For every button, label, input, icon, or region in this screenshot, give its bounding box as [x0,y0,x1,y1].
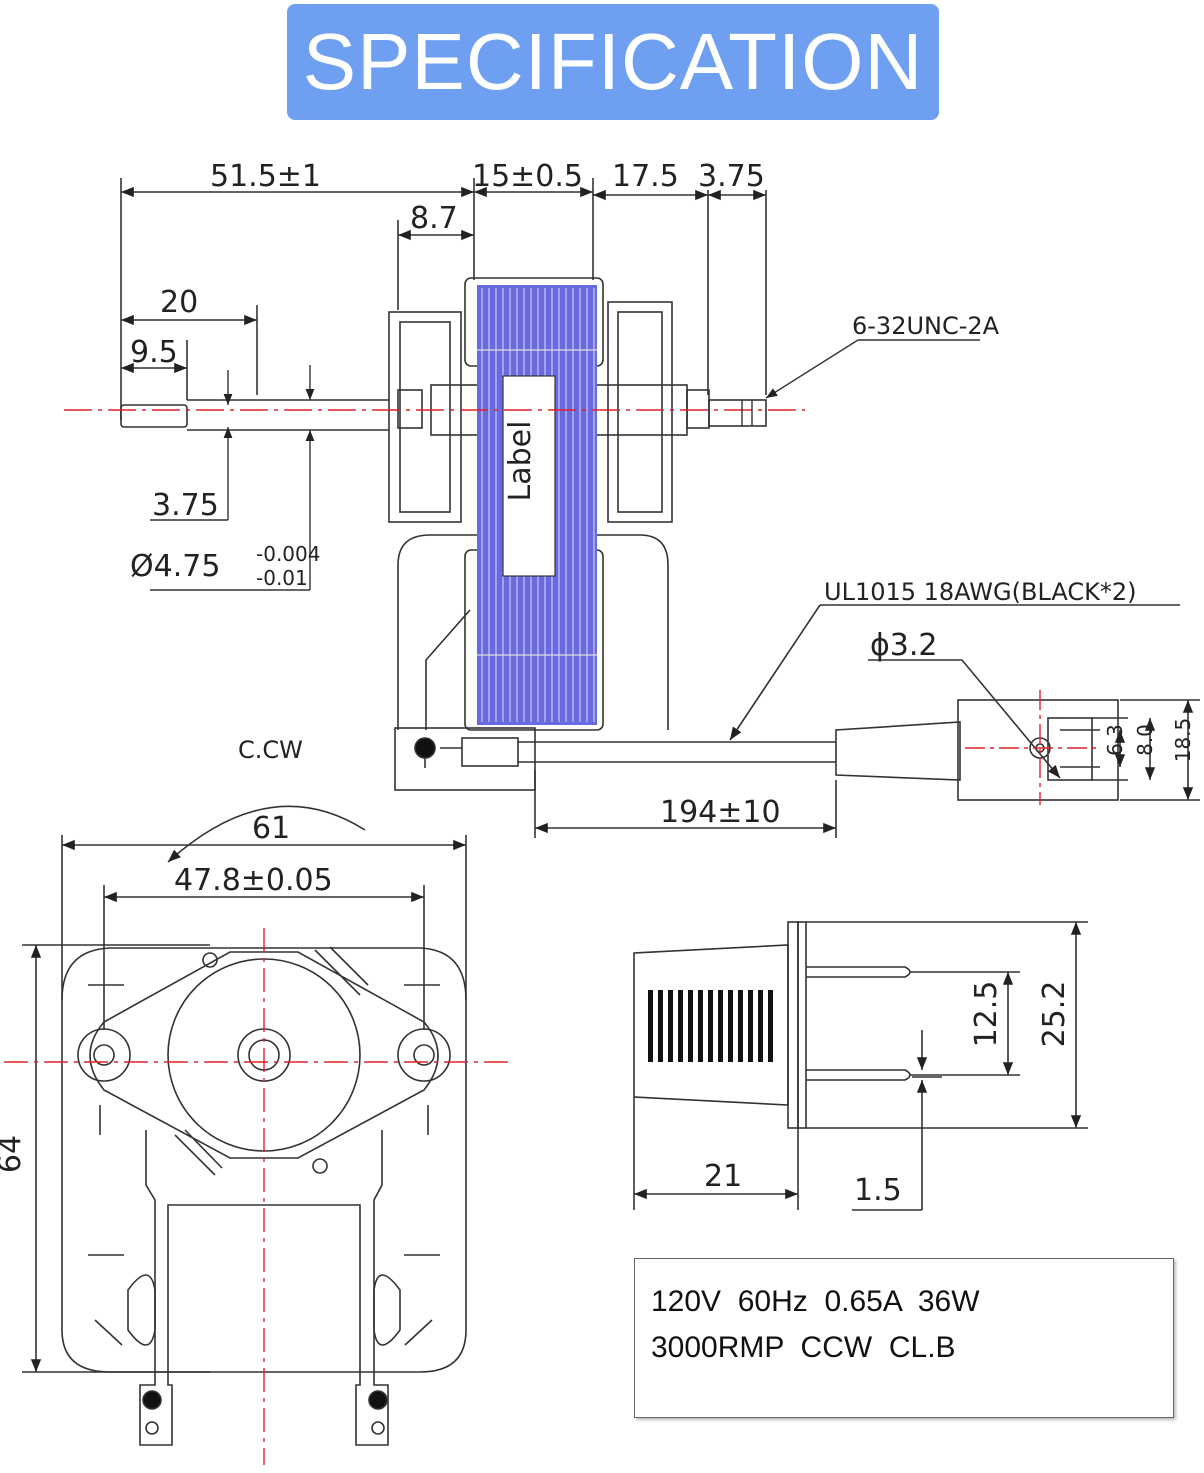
grip-rib [758,990,763,1062]
spec-line-2: 3000RMP CCW CL.B [651,1331,956,1364]
grip-rib [678,990,683,1062]
dim-tol-lower: -0.01 [256,566,308,590]
dim-9-5: 9.5 [130,335,178,370]
dim-1-5: 1.5 [854,1173,902,1208]
label-text: Label [503,421,538,502]
dim-12-5: 12.5 [969,981,1004,1048]
dim-51-5: 51.5±1 [210,159,321,194]
dim-thread: 6-32UNC-2A [852,312,1000,340]
plug-grip [648,990,773,1062]
dim-25-2: 25.2 [1037,981,1072,1048]
dim-194: 194±10 [660,795,781,830]
dim-15: 15±0.5 [472,159,583,194]
dim-6-3: 6.3 [1103,724,1127,756]
dim-21: 21 [704,1159,742,1194]
dim-shaft-dia: Ø4.75 [130,549,220,584]
spec-box: 120V 60Hz 0.65A 36W 3000RMP CCW CL.B [634,1258,1174,1418]
grip-rib [688,990,693,1062]
title-text: SPECIFICATION [302,17,924,106]
dim-61: 61 [252,811,290,846]
dim-47-8: 47.8±0.05 [174,863,333,898]
grip-rib [698,990,703,1062]
side-view [120,178,767,791]
coil: Label [477,285,597,725]
wire-spec: UL1015 18AWG(BLACK*2) [824,578,1137,606]
grip-rib [648,990,653,1062]
grip-rib [748,990,753,1062]
grip-rib [728,990,733,1062]
dim-20: 20 [160,285,198,320]
plug-view [633,921,1088,1211]
dim-3-75-top: 3.75 [698,159,765,194]
dim-8-0: 8.0 [1133,724,1157,756]
grip-rib [708,990,713,1062]
hole-dia: ϕ3.2 [870,628,938,663]
grip-rib [718,990,723,1062]
grip-rib [768,990,773,1062]
front-view [22,805,467,1446]
grip-rib [668,990,673,1062]
rotation-label: C.CW [238,736,303,764]
dim-18-5: 18.5 [1171,718,1195,763]
grip-rib [658,990,663,1062]
dim-tol-upper: -0.004 [256,542,320,566]
dim-64: 64 [0,1135,28,1173]
dim-8-7: 8.7 [410,201,458,236]
dim-17-5: 17.5 [612,159,679,194]
grip-rib [738,990,743,1062]
spec-line-1: 120V 60Hz 0.65A 36W [651,1285,980,1318]
title-banner: SPECIFICATION [287,4,939,120]
dim-3-75-flat: 3.75 [152,488,219,523]
